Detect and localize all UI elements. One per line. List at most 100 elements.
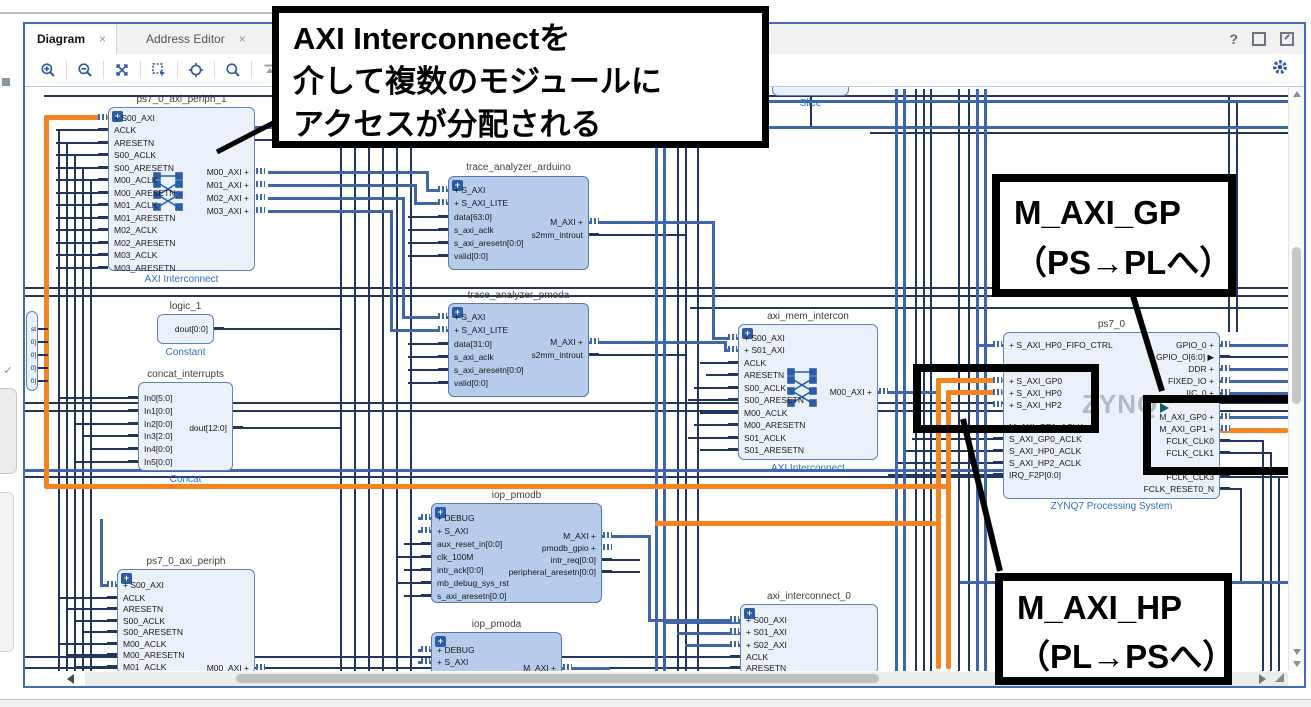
port-m01-aclk[interactable]: M01_ACLK bbox=[114, 200, 158, 210]
port--s01-axi[interactable]: + S01_AXI bbox=[746, 627, 787, 637]
vertical-scrollbar-thumb[interactable] bbox=[1292, 247, 1301, 404]
port--s00-axi[interactable]: + S00_AXI bbox=[744, 333, 785, 343]
port--s-axi-gp0[interactable]: + S_AXI_GP0 bbox=[1009, 376, 1063, 386]
port-m-axi-[interactable]: M_AXI + bbox=[563, 531, 596, 541]
port-0-[interactable]: 0] bbox=[30, 352, 36, 359]
port-m00-aclk[interactable]: M00_ACLK bbox=[123, 639, 167, 649]
port-in4-0-0-[interactable]: In4[0:0] bbox=[144, 444, 173, 454]
port-m03-aresetn[interactable]: M03_ARESETN bbox=[114, 263, 176, 273]
port-m03-aclk[interactable]: M03_ACLK bbox=[114, 250, 158, 260]
block-pmodb[interactable]: ++ DEBUG + S_AXI aux_reset_in[0:0] clk_100M… bbox=[421, 503, 612, 603]
port-fclk-clk3[interactable]: FCLK_CLK3 bbox=[1166, 472, 1214, 482]
port-s-axi-hp0-aclk[interactable]: S_AXI_HP0_ACLK bbox=[1009, 446, 1082, 456]
port-s2mm-introut[interactable]: s2mm_introut bbox=[531, 350, 584, 360]
port-fixed-io-[interactable]: FIXED_IO + bbox=[1167, 376, 1214, 386]
port-aclk[interactable]: ACLK bbox=[114, 125, 137, 135]
port-aresetn[interactable]: ARESETN bbox=[114, 138, 155, 148]
port-0-[interactable]: 0] bbox=[30, 365, 36, 372]
horizontal-scrollbar-thumb[interactable] bbox=[236, 674, 879, 683]
port-fclk-clk0[interactable]: FCLK_CLK0 bbox=[1166, 436, 1214, 446]
port-iic-0-[interactable]: IIC_0 + bbox=[1186, 388, 1214, 398]
close-icon[interactable]: × bbox=[99, 32, 107, 46]
port-valid-0-0-[interactable]: valid[0:0] bbox=[454, 378, 489, 388]
port--s00-axi[interactable]: + S00_AXI bbox=[123, 580, 164, 590]
port-aresetn[interactable]: ARESETN bbox=[744, 370, 785, 380]
port--s-axi[interactable]: + S_AXI bbox=[437, 657, 469, 667]
scroll-down-icon-2[interactable] bbox=[1293, 661, 1301, 667]
help-icon[interactable]: ? bbox=[1229, 31, 1238, 47]
maximize-icon[interactable] bbox=[1252, 32, 1266, 46]
resize-grip-icon[interactable] bbox=[1275, 673, 1284, 682]
expand-plus-icon[interactable]: + bbox=[121, 573, 132, 584]
expand-plus-icon[interactable]: + bbox=[435, 507, 446, 518]
port-s-axi-aclk[interactable]: s_axi_aclk bbox=[454, 352, 494, 362]
toolbar-zoom-fit-icon[interactable] bbox=[107, 58, 137, 82]
port-s00-aresetn[interactable]: S00_ARESETN bbox=[114, 163, 174, 173]
scroll-left-icon[interactable] bbox=[67, 674, 74, 684]
port--s-axi-lite[interactable]: + S_AXI_LITE bbox=[454, 325, 509, 335]
port-s00-aresetn[interactable]: S00_ARESETN bbox=[123, 627, 183, 637]
port-m01-axi-[interactable]: M01_AXI + bbox=[206, 180, 249, 190]
port-m00-aresetn[interactable]: M00_ARESETN bbox=[744, 420, 806, 430]
horizontal-scrollbar[interactable] bbox=[67, 672, 1288, 686]
port-s-axi-aresetn-0-0-[interactable]: s_axi_aresetn[0:0] bbox=[454, 238, 524, 248]
expand-plus-icon[interactable]: + bbox=[452, 180, 463, 191]
port-s-axi-aresetn-0-0-[interactable]: s_axi_aresetn[0:0] bbox=[454, 365, 524, 375]
port-valid-0-0-[interactable]: valid[0:0] bbox=[454, 251, 489, 261]
expand-plus-icon[interactable]: + bbox=[112, 111, 123, 122]
block-periph1[interactable]: ++ S00_AXI ACLK ARESETN S00_ACLK S00_ARESETN… bbox=[98, 107, 265, 273]
expand-plus-icon[interactable]: + bbox=[452, 307, 463, 318]
port-aresetn[interactable]: ARESETN bbox=[746, 663, 787, 671]
port-m02-aresetn[interactable]: M02_ARESETN bbox=[114, 238, 176, 248]
block-logic1[interactable]: dout[0:0] bbox=[157, 314, 224, 344]
port--debug[interactable]: + DEBUG bbox=[437, 513, 475, 523]
port-st[interactable]: st bbox=[30, 326, 36, 333]
expand-plus-icon[interactable]: + bbox=[742, 328, 753, 339]
close-icon[interactable]: × bbox=[238, 32, 246, 46]
port-m-axi-[interactable]: M_AXI + bbox=[523, 663, 556, 671]
port--s00-axi[interactable]: + S00_AXI bbox=[114, 113, 155, 123]
vertical-scrollbar[interactable] bbox=[1288, 87, 1304, 671]
port-s-axi-aclk[interactable]: s_axi_aclk bbox=[454, 225, 494, 235]
port-intr-ack-0-0-[interactable]: intr_ack[0:0] bbox=[437, 565, 484, 575]
port-in2-0-0-[interactable]: In2[0:0] bbox=[144, 419, 173, 429]
port-m01-aresetn[interactable]: M01_ARESETN bbox=[114, 213, 176, 223]
port-s2mm-introut[interactable]: s2mm_introut bbox=[531, 230, 584, 240]
block-ps7[interactable]: ZYNQ+ S_AXI_HP0_FIFO_CTRL+ S_AXI_GP0+ S_… bbox=[993, 332, 1230, 499]
port--s-axi[interactable]: + S_AXI bbox=[454, 312, 486, 322]
toolbar-select-area-icon[interactable] bbox=[144, 58, 174, 82]
port-m02-axi-[interactable]: M02_AXI + bbox=[206, 193, 249, 203]
port--s-axi-lite[interactable]: + S_AXI_LITE bbox=[454, 198, 509, 208]
port-m-axi-gp1-[interactable]: M_AXI_GP1 + bbox=[1159, 424, 1214, 434]
port-m02-aclk[interactable]: M02_ACLK bbox=[114, 225, 158, 235]
port-s-axi-hp2-aclk[interactable]: S_AXI_HP2_ACLK bbox=[1009, 458, 1082, 468]
scroll-down-icon[interactable] bbox=[1293, 649, 1301, 655]
port-in0-5-0-[interactable]: In0[5:0] bbox=[144, 393, 173, 403]
port-aux-reset-in-0-0-[interactable]: aux_reset_in[0:0] bbox=[437, 539, 503, 549]
port-m00-axi-[interactable]: M00_AXI + bbox=[206, 167, 249, 177]
port-s01-aclk[interactable]: S01_ACLK bbox=[744, 433, 787, 443]
port-s00-aclk[interactable]: S00_ACLK bbox=[114, 150, 157, 160]
port-m-axi-gp0-[interactable]: M_AXI_GP0 + bbox=[1159, 412, 1214, 422]
block-concat[interactable]: In0[5:0]In1[0:0]In2[0:0]In3[2:0]In4[0:0]… bbox=[128, 382, 243, 471]
port-intr-req-0-0-[interactable]: intr_req[0:0] bbox=[550, 555, 596, 565]
port--s-axi[interactable]: + S_AXI bbox=[437, 526, 469, 536]
port-m03-axi-[interactable]: M03_AXI + bbox=[206, 206, 249, 216]
toolbar-zoom-out-icon[interactable] bbox=[70, 58, 100, 82]
float-icon[interactable] bbox=[1280, 32, 1294, 46]
port-aux-reset-in-0-0-[interactable]: aux_reset_in[0:0] bbox=[437, 669, 502, 671]
port-0-[interactable]: 0] bbox=[30, 378, 36, 385]
port-clk-100m[interactable]: clk_100M bbox=[437, 552, 474, 562]
tab-address-editor[interactable]: Address Editor × bbox=[134, 24, 256, 54]
port-s00-aresetn[interactable]: S00_ARESETN bbox=[744, 395, 804, 405]
port-s-axi-aresetn-0-0-[interactable]: s_axi_aresetn[0:0] bbox=[437, 591, 507, 601]
toolbar-gear-icon[interactable] bbox=[1272, 59, 1288, 80]
tab-diagram[interactable]: Diagram × bbox=[25, 24, 118, 54]
port-aclk[interactable]: ACLK bbox=[744, 358, 767, 368]
port-mb-debug-sys-rst[interactable]: mb_debug_sys_rst bbox=[437, 578, 509, 588]
port-gpio-0-[interactable]: GPIO_0 + bbox=[1175, 340, 1214, 350]
port-pmodb-gpio-[interactable]: pmodb_gpio + bbox=[541, 543, 596, 553]
port--s02-axi[interactable]: + S02_AXI bbox=[746, 640, 787, 650]
